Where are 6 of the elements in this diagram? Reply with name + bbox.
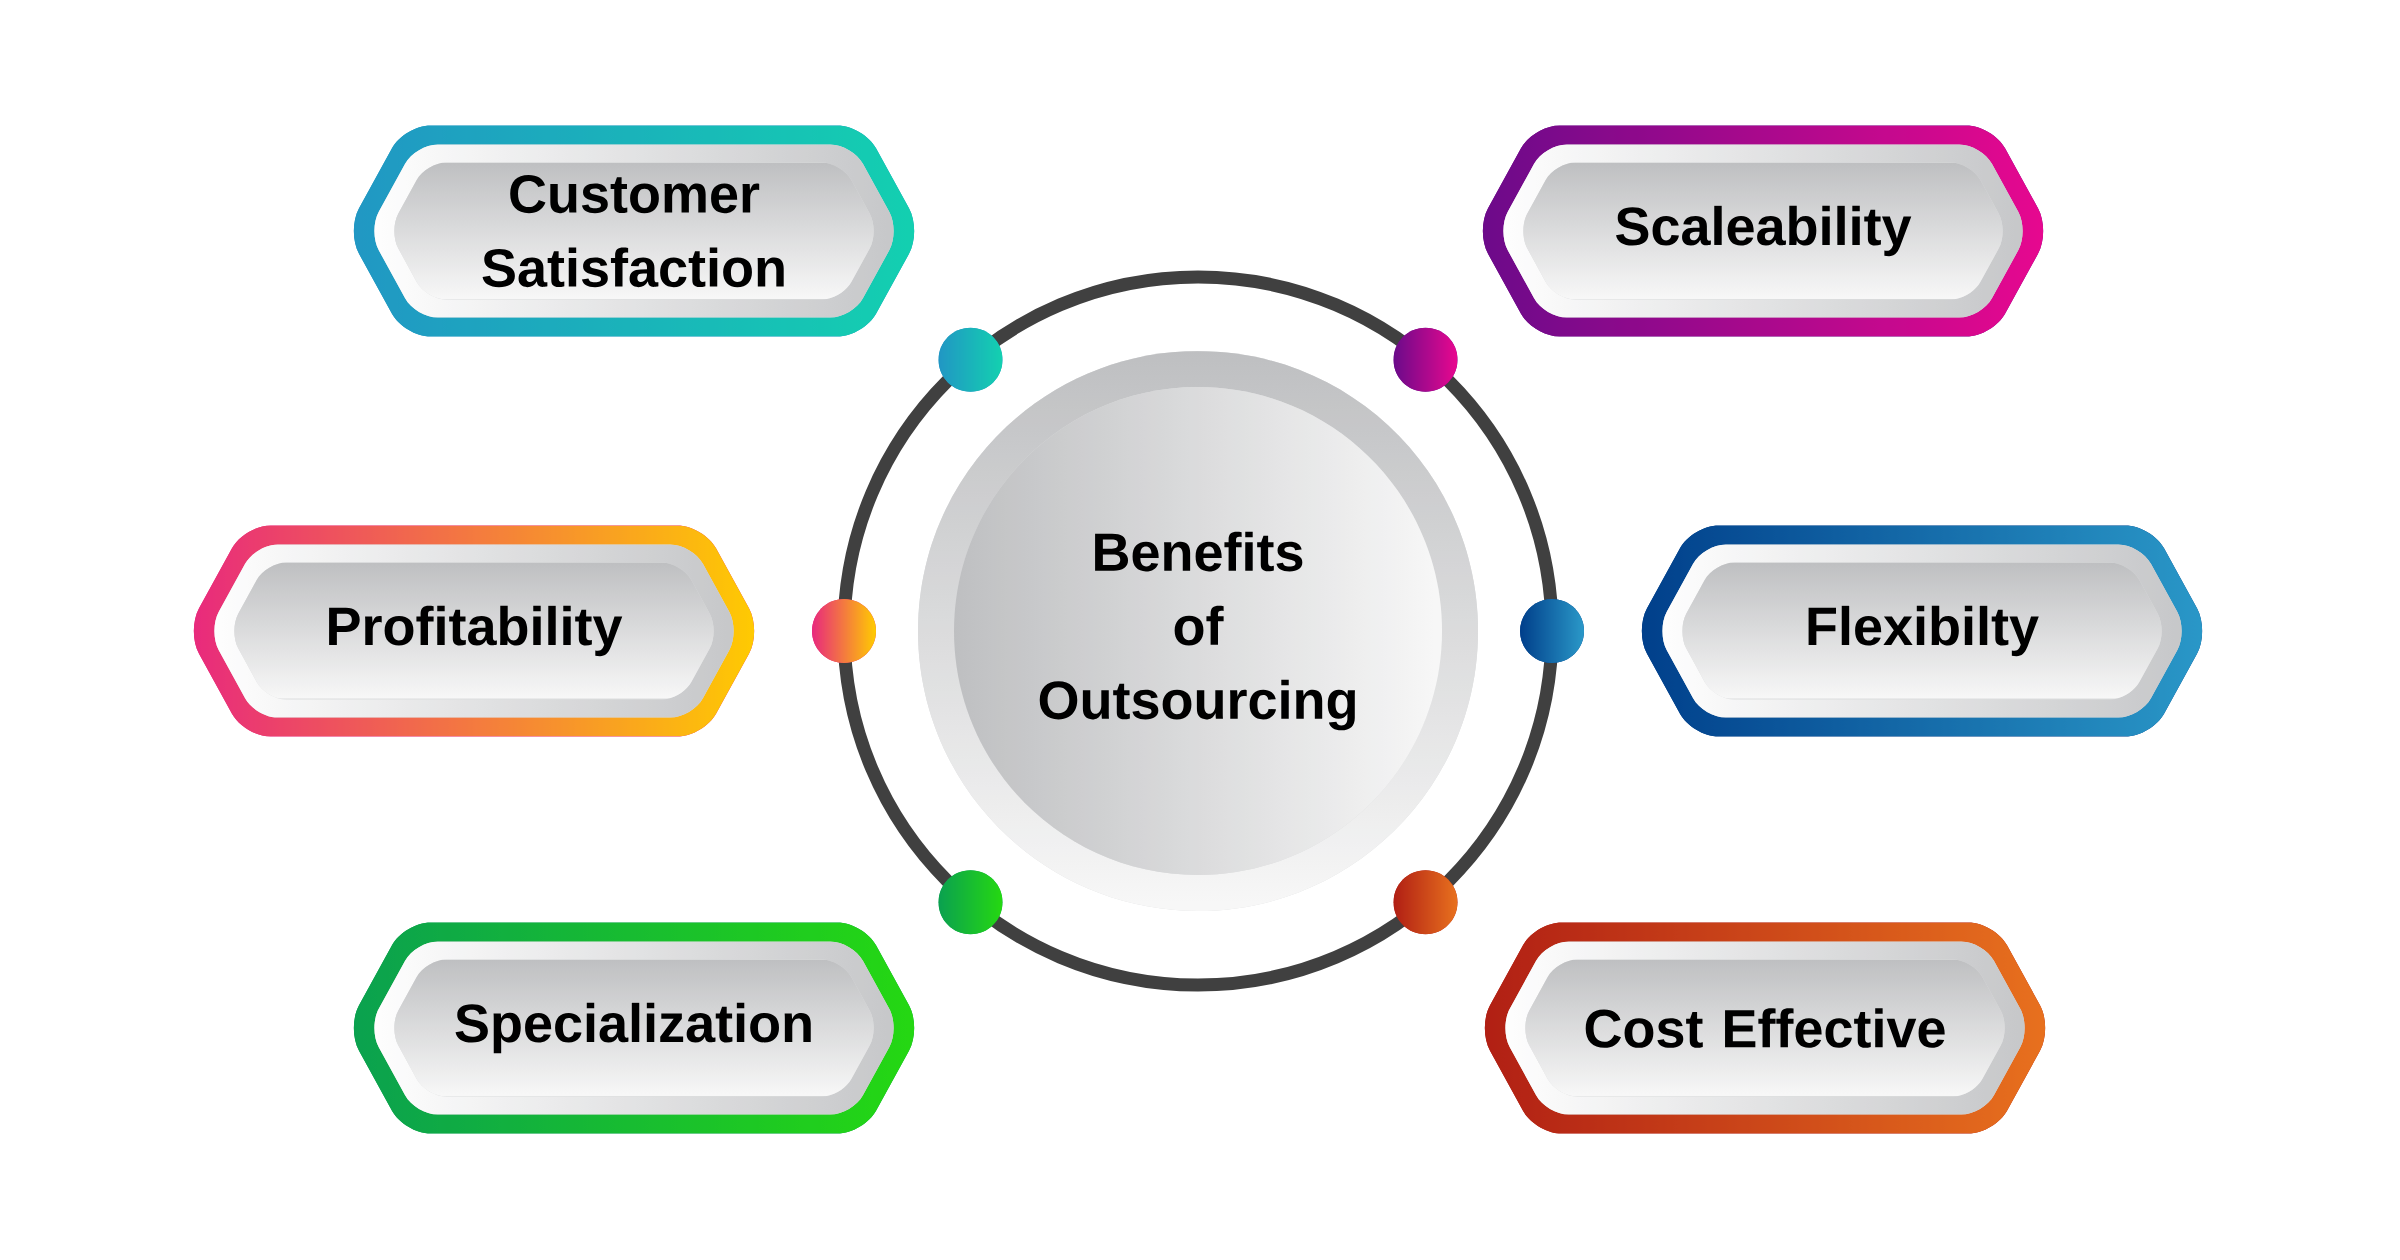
hexagon-box: Scaleability [1482,125,2044,337]
hexagon-box: Flexibilty [1641,525,2203,737]
hexagon-box: Profitability [193,525,755,737]
hexagon-box: Specialization [353,922,915,1134]
hexagon-box: Cost Effective [1484,922,2046,1134]
hexagon-box: Customer Satisfaction [353,125,915,337]
